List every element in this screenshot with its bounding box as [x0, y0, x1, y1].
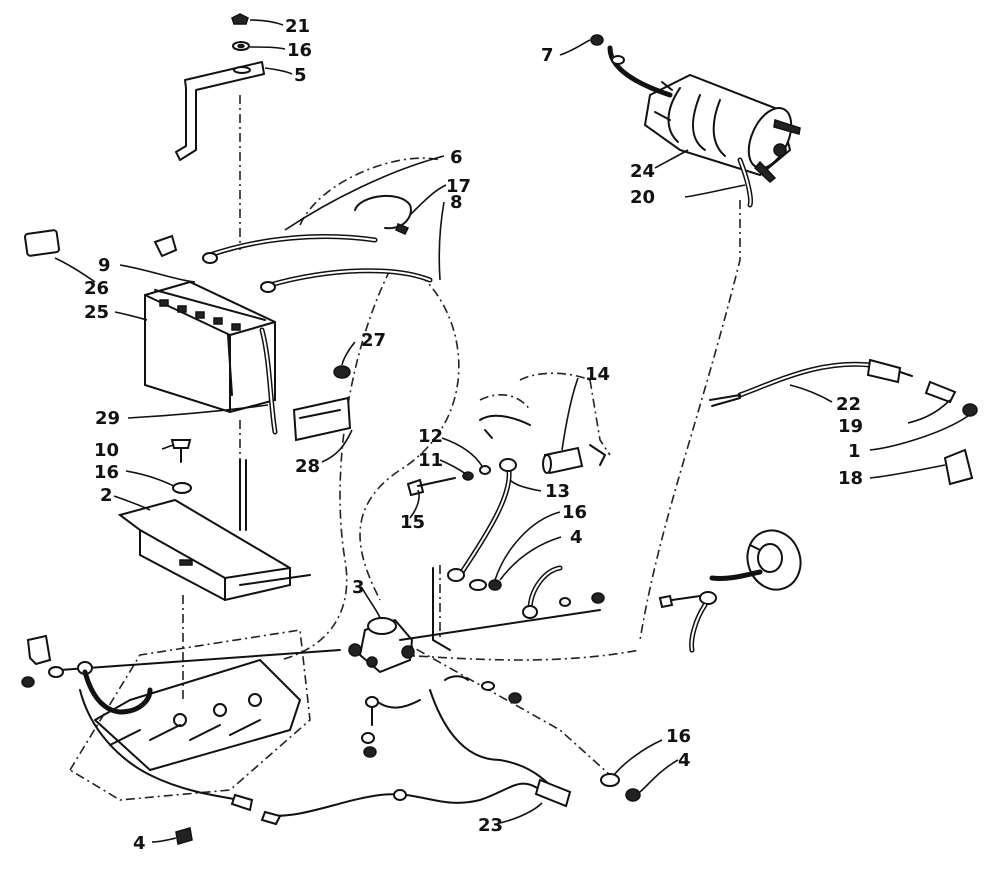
callout-4: 4 [570, 527, 583, 548]
terminal-boot [153, 234, 178, 258]
tray-stud [239, 574, 311, 586]
battery-positive-cable [207, 234, 378, 258]
callout-21: 21 [285, 16, 310, 37]
flat-washer [232, 41, 250, 51]
battery-ground-strap [259, 327, 278, 435]
regulator-harness [260, 689, 572, 826]
battery-tray [117, 459, 291, 602]
callout-10: 10 [94, 440, 119, 461]
callout-16d: 16 [666, 726, 691, 747]
terminal-cover-cap [333, 365, 351, 379]
callout-6: 6 [450, 147, 463, 168]
callout-3: 3 [352, 577, 365, 598]
callout-27: 27 [361, 330, 386, 351]
battery-warning-plate [292, 396, 352, 442]
battery-hold-down-strap [175, 61, 265, 161]
callout-5: 5 [294, 65, 307, 86]
spacer-sleeve [542, 446, 584, 475]
toggle-switch-nut [962, 403, 978, 417]
battery-negative-cable [267, 268, 433, 288]
callout-15: 15 [400, 512, 425, 533]
callout-20: 20 [630, 187, 655, 208]
ground-nut [175, 827, 193, 845]
engine-mount-outline [479, 414, 606, 466]
routing-lines [68, 95, 741, 801]
callout-13: 13 [545, 481, 570, 502]
callout-4b: 4 [678, 750, 691, 771]
starter-motor [643, 73, 801, 183]
callout-28: 28 [295, 456, 320, 477]
callout-19: 19 [838, 416, 863, 437]
callout-16: 16 [287, 40, 312, 61]
callout-16c: 16 [562, 502, 587, 523]
temperature-sensor-lead [230, 793, 254, 812]
battery [144, 280, 276, 414]
callout-16b: 16 [94, 462, 119, 483]
callout-26: 26 [84, 278, 109, 299]
rod-hardware [406, 465, 502, 591]
tray-washer [172, 482, 192, 494]
horn-ground-cable [658, 591, 717, 653]
callout-29: 29 [95, 408, 120, 429]
callout-23: 23 [478, 815, 503, 836]
lower-washer-nut [600, 773, 641, 802]
wiring-harness-jumper [709, 358, 913, 407]
cable-terminal-nut [590, 34, 625, 65]
callout-2: 2 [100, 485, 113, 506]
callout-14: 14 [585, 364, 610, 385]
callout-18: 18 [838, 468, 863, 489]
callout-1: 1 [848, 441, 861, 462]
switch-cap [943, 448, 974, 486]
leader-lines [54, 19, 969, 843]
decal-label [24, 229, 60, 257]
starter-solenoid [348, 617, 415, 674]
horn [709, 529, 802, 591]
callout-9: 9 [98, 255, 111, 276]
frame-line-lower [59, 649, 341, 671]
engine-plate [94, 659, 301, 771]
terminal-connector [202, 252, 276, 293]
ground-lead [21, 634, 241, 801]
callout-12: 12 [418, 426, 443, 447]
switch-connector [924, 380, 957, 404]
callout-11: 11 [418, 450, 443, 471]
callout-25: 25 [84, 302, 109, 323]
solenoid-bracket [432, 567, 451, 651]
cable-tie-strap [354, 194, 412, 235]
solenoid-starter-cable [522, 565, 605, 619]
callout-24: 24 [630, 161, 655, 182]
callout-7: 7 [541, 45, 554, 66]
callout-4c: 4 [133, 833, 146, 854]
frame-line [399, 609, 601, 641]
callout-22: 22 [836, 394, 861, 415]
starter-support-rod [447, 458, 517, 582]
callout-labels: 21 16 5 7 6 17 8 24 20 9 26 25 27 14 22 … [84, 16, 863, 854]
solenoid-lead-terminals [361, 675, 522, 758]
callout-17: 17 [446, 176, 471, 197]
mounting-bolt [170, 439, 192, 463]
callout-8: 8 [450, 192, 463, 213]
wing-nut [231, 13, 249, 25]
starter-cable [607, 45, 753, 208]
